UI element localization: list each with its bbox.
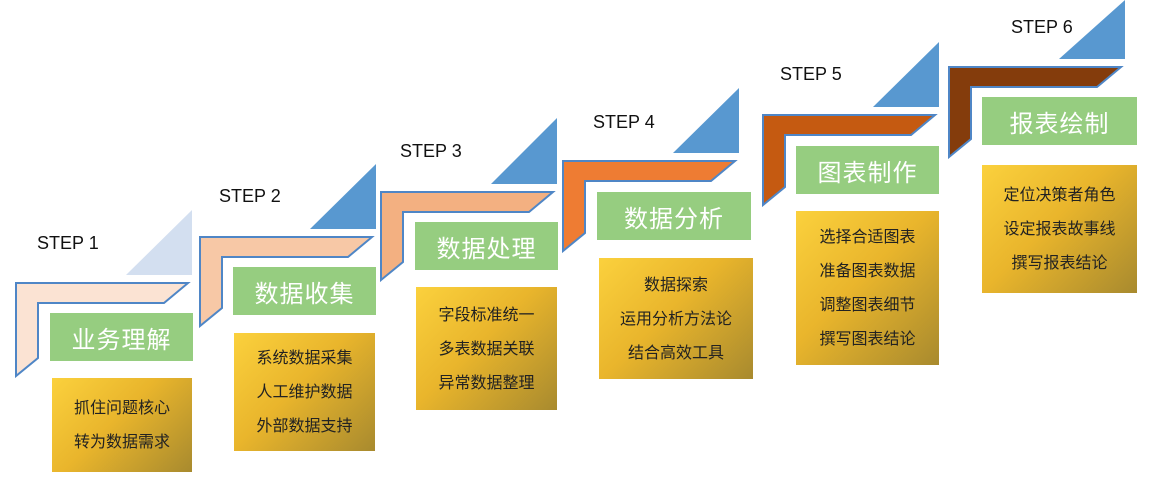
step-triangle-6 bbox=[1059, 0, 1125, 59]
step-label-1: STEP 1 bbox=[37, 233, 99, 253]
step-label-6: STEP 6 bbox=[1011, 17, 1073, 37]
detail-line: 运用分析方法论 bbox=[619, 308, 732, 328]
detail-line: 设定报表故事线 bbox=[1003, 219, 1116, 238]
step-detail-box-2: 系统数据采集人工维护数据外部数据支持 bbox=[234, 333, 375, 451]
step-detail-box-4: 数据探索运用分析方法论结合高效工具 bbox=[599, 258, 753, 379]
step-title-5: 图表制作 bbox=[796, 146, 939, 194]
step-chevron-2 bbox=[199, 236, 375, 329]
step-label-5: STEP 5 bbox=[780, 64, 842, 84]
detail-line: 异常数据整理 bbox=[438, 372, 535, 392]
step-title-3: 数据处理 bbox=[415, 222, 558, 270]
detail-line: 字段标准统一 bbox=[438, 304, 535, 324]
detail-line: 结合高效工具 bbox=[627, 342, 724, 362]
detail-line: 撰写报表结论 bbox=[1011, 253, 1108, 272]
step-detail-box-3: 字段标准统一多表数据关联异常数据整理 bbox=[416, 287, 557, 410]
detail-line: 调整图表细节 bbox=[819, 295, 916, 314]
detail-line: 撰写图表结论 bbox=[819, 329, 916, 348]
step-detail-box-5: 选择合适图表准备图表数据调整图表细节撰写图表结论 bbox=[796, 211, 939, 365]
step-chevron-4 bbox=[562, 160, 738, 254]
step-title-6: 报表绘制 bbox=[982, 97, 1137, 145]
detail-line: 抓住问题核心 bbox=[73, 398, 170, 417]
detail-line: 转为数据需求 bbox=[73, 432, 170, 451]
detail-line: 系统数据采集 bbox=[256, 348, 353, 367]
step-triangle-5 bbox=[873, 42, 939, 107]
step-title-4: 数据分析 bbox=[597, 192, 751, 240]
step-label-2: STEP 2 bbox=[219, 186, 281, 206]
detail-line: 选择合适图表 bbox=[819, 227, 916, 246]
step-chevron-3 bbox=[380, 191, 556, 283]
detail-line: 定位决策者角色 bbox=[1003, 185, 1116, 204]
step-triangle-3 bbox=[491, 118, 557, 184]
step-title-1: 业务理解 bbox=[50, 313, 193, 361]
detail-line: 数据探索 bbox=[643, 274, 708, 294]
step-chevron-6 bbox=[948, 66, 1124, 160]
detail-line: 外部数据支持 bbox=[256, 416, 353, 435]
step-chevron-1 bbox=[15, 282, 191, 379]
step-triangle-2 bbox=[310, 164, 376, 229]
step-label-4: STEP 4 bbox=[593, 112, 655, 132]
detail-line: 多表数据关联 bbox=[438, 338, 535, 358]
step-detail-box-6: 定位决策者角色设定报表故事线撰写报表结论 bbox=[982, 165, 1137, 293]
step-detail-box-1: 抓住问题核心转为数据需求 bbox=[52, 378, 192, 472]
step-triangle-4 bbox=[673, 88, 739, 153]
detail-line: 准备图表数据 bbox=[819, 261, 916, 280]
step-label-3: STEP 3 bbox=[400, 141, 462, 161]
detail-line: 人工维护数据 bbox=[256, 382, 353, 401]
step-title-2: 数据收集 bbox=[233, 267, 376, 315]
step-chevron-5 bbox=[762, 114, 938, 208]
step-triangle-1 bbox=[126, 210, 192, 275]
